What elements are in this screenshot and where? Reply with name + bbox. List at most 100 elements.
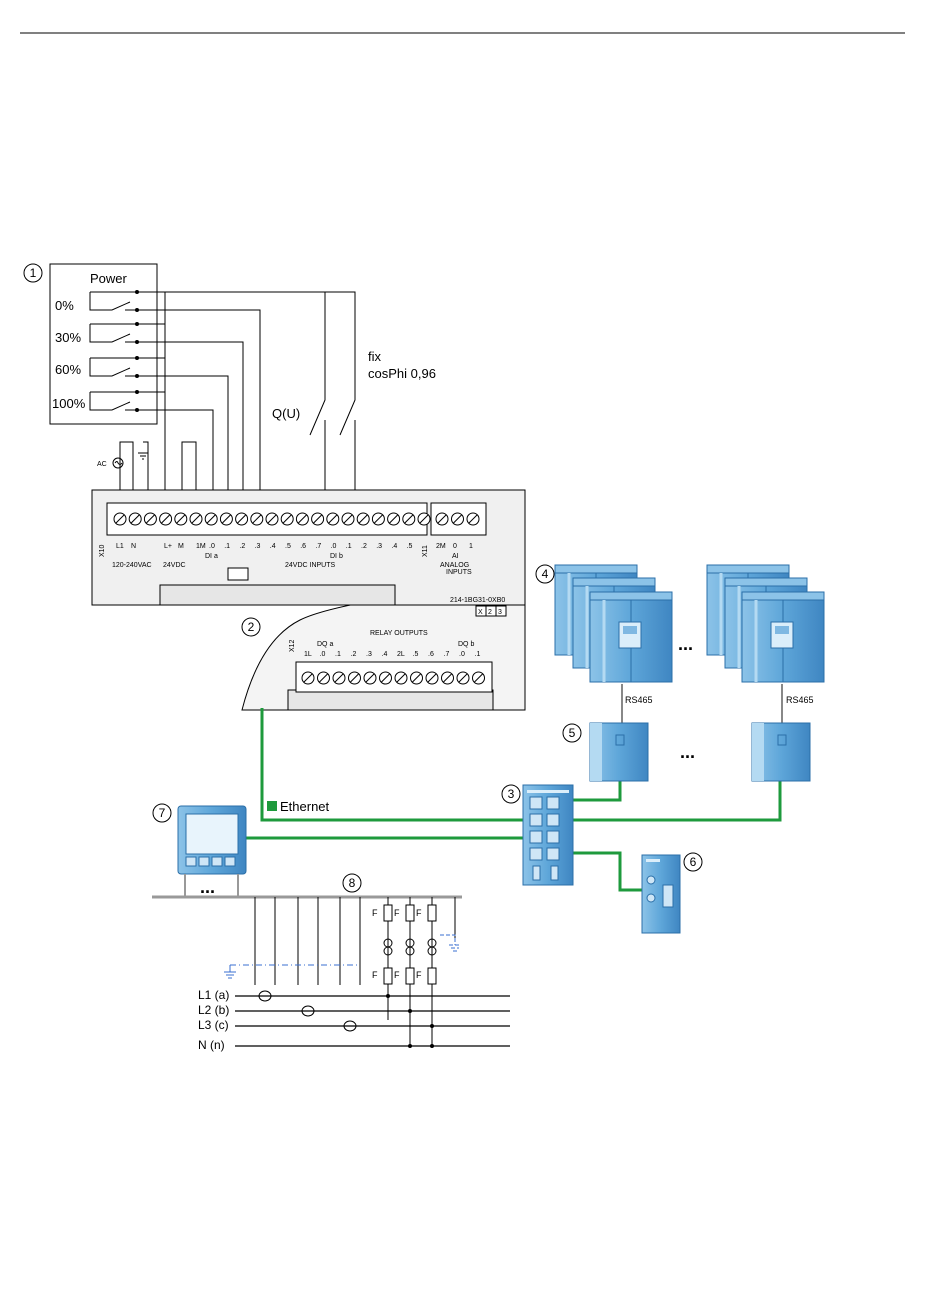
terminal-screw	[113, 512, 127, 526]
terminal-screw	[371, 512, 385, 526]
terminal-screw	[204, 512, 218, 526]
callout-2-label: 2	[248, 620, 255, 634]
input-address-label: .4	[270, 543, 276, 550]
input-address-label: .6	[300, 543, 306, 550]
relay-screw	[394, 671, 408, 685]
measurement-wiring: 8 L1 (a) L2 (b) L3 (c) N (n)	[152, 873, 510, 1052]
relay-dqa: DQ a	[317, 641, 333, 648]
input-address-label: .3	[376, 543, 382, 550]
callout-5-label: 5	[569, 726, 576, 740]
relay-address-label: .6	[428, 651, 434, 658]
plc-2m: 2M	[436, 543, 446, 550]
reactive-power-switches: Q(U) fix cosPhi 0,96	[137, 291, 436, 503]
terminal-screw	[128, 512, 142, 526]
inverter	[589, 591, 673, 683]
phase-l2: L2 (b)	[198, 1003, 229, 1017]
input-address-label: .0	[209, 543, 215, 550]
top-terminal-screws	[113, 512, 480, 526]
terminal-screw	[143, 512, 157, 526]
relay-outputs-title: RELAY OUTPUTS	[370, 630, 428, 637]
plc-x10: X10	[99, 544, 106, 557]
input-address-label: .7	[315, 543, 321, 550]
terminal-screw	[174, 512, 188, 526]
relay-screw	[379, 671, 392, 685]
converters: 5 ...	[562, 722, 811, 782]
callout-7	[152, 803, 172, 823]
relay-address-label: .1	[335, 651, 341, 658]
ethernet-label: Ethernet	[280, 799, 330, 814]
fix-label: fix	[368, 349, 382, 364]
terminal-screw	[295, 512, 309, 526]
input-address-label: .0	[331, 543, 337, 550]
callout-4-label: 4	[542, 567, 549, 581]
terminal-screw	[341, 512, 355, 526]
input-address-label: .4	[391, 543, 397, 550]
plc-m: M	[178, 543, 184, 550]
relay-address-label: .1	[475, 651, 481, 658]
terminal-screw	[402, 512, 416, 526]
callout-7-label: 7	[159, 806, 166, 820]
relay-address-label: .3	[366, 651, 372, 658]
power-level-60: 60%	[55, 362, 81, 377]
relay-screw	[332, 671, 346, 685]
relay-dqb: DQ b	[458, 641, 474, 648]
power-level-100: 100%	[52, 396, 86, 411]
terminal-screw	[219, 512, 233, 526]
plc-ai0: 0	[453, 543, 457, 550]
plc-lplus: L+	[164, 543, 172, 550]
relay-screw	[410, 671, 423, 685]
callout-1	[23, 263, 43, 283]
callout-6	[683, 852, 703, 872]
callout-4	[535, 564, 555, 584]
relay-screw	[317, 671, 330, 685]
plc-flag-x: X	[478, 609, 483, 616]
input-address-label: .2	[239, 543, 245, 550]
relay-address-label: .5	[413, 651, 419, 658]
plc-ai1: 1	[469, 543, 473, 550]
callout-3	[501, 784, 521, 804]
phase-l3: L3 (c)	[198, 1018, 229, 1032]
plc-x12: X12	[289, 639, 296, 652]
plc-24vdc-inputs: 24VDC INPUTS	[285, 562, 336, 569]
callout-3-label: 3	[508, 787, 515, 801]
relay-screw	[301, 671, 315, 685]
terminal-screw	[326, 512, 340, 526]
terminal-screw	[159, 512, 173, 526]
plc-flag-2: 2	[488, 609, 492, 616]
plc-ai: AI	[452, 553, 459, 560]
analog-terminal-screw	[451, 512, 464, 526]
terminal-screw	[356, 512, 370, 526]
plc-24vdc: 24VDC	[163, 562, 186, 569]
input-address-label: .5	[407, 543, 413, 550]
plc-order-number: 214-1BG31-0XB0	[450, 597, 505, 604]
terminal-screw	[280, 512, 294, 526]
terminal-screw	[311, 512, 325, 526]
power-switch-box: 1 Power 0% 30% 60% 100%	[23, 263, 261, 503]
input-address-label: .5	[285, 543, 291, 550]
fuse-f2: F	[394, 908, 400, 918]
input-address-label: .1	[224, 543, 230, 550]
terminal-screw	[417, 512, 431, 526]
power-level-0: 0%	[55, 298, 74, 313]
rs465-label-1: RS465	[625, 695, 653, 705]
relay-address-label: .0	[320, 651, 326, 658]
gateway-module: 6	[641, 852, 703, 934]
relay-screw	[348, 671, 361, 685]
terminal-screw	[189, 512, 203, 526]
callout-5	[562, 723, 582, 743]
relay-address-label: .4	[382, 651, 388, 658]
top-address-labels: .0.1.2.3.4.5.6.7.0.1.2.3.4.5	[209, 543, 413, 550]
phase-n: N (n)	[198, 1038, 225, 1052]
relay-address-label: .7	[444, 651, 450, 658]
plc-dia: DI a	[205, 553, 218, 560]
plc-analog-inputs: INPUTS	[446, 569, 472, 576]
fuse-f6: F	[416, 970, 422, 980]
ethernet-legend-swatch	[267, 801, 277, 811]
plc-l1: L1	[116, 543, 124, 550]
relay-terminal-screws	[301, 671, 485, 685]
plc-module: L1 N L+ M 1M 120-240VAC 24VDC DI a DI b …	[91, 489, 526, 711]
meter-ellipsis: ...	[200, 877, 215, 897]
analog-terminal-screw	[466, 512, 480, 526]
